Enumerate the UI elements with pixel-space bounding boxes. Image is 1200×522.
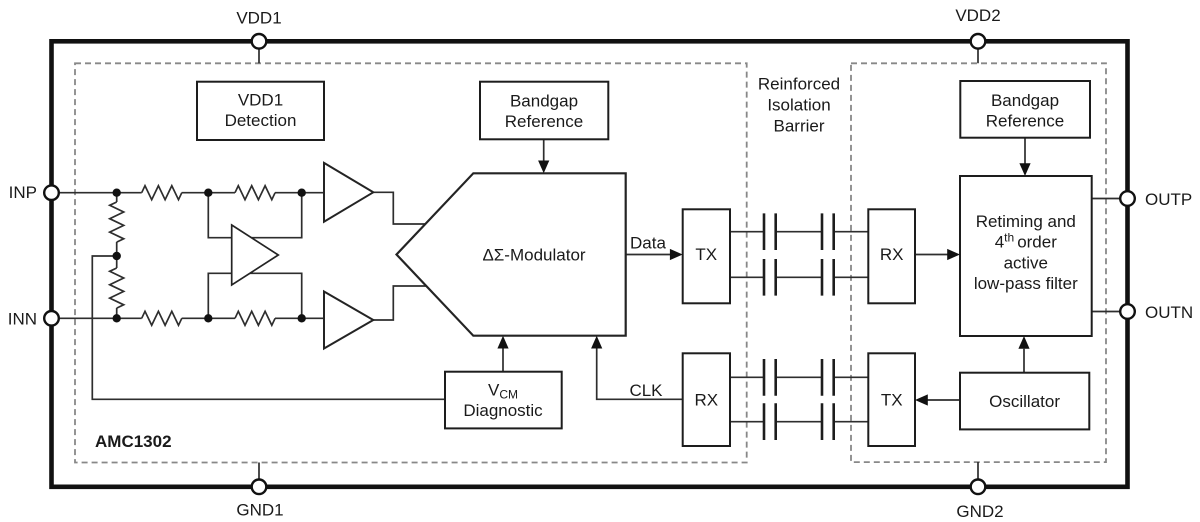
pin-label-vdd1: VDD1 bbox=[236, 9, 281, 28]
chip-name-label: AMC1302 bbox=[95, 432, 172, 451]
common-mode-amp-triangle bbox=[230, 223, 280, 287]
pin-gnd2 bbox=[969, 478, 987, 496]
tx-top-block bbox=[681, 208, 732, 305]
filter-order-superscript: th bbox=[1004, 231, 1014, 245]
modulator-block bbox=[394, 172, 627, 337]
pin-vdd2 bbox=[969, 32, 987, 50]
isolation-capacitor-plates bbox=[762, 213, 835, 440]
filter-block bbox=[959, 175, 1093, 337]
junction-dot bbox=[112, 251, 121, 261]
resistor-symbols bbox=[107, 183, 276, 328]
tx-bottom-label: TX bbox=[881, 391, 903, 410]
pin-outn bbox=[1118, 303, 1136, 321]
rx-bottom-block bbox=[681, 352, 732, 447]
vcm-symbol: V bbox=[488, 381, 500, 400]
arrow-rx-to-filter bbox=[947, 248, 960, 261]
bandgap-reference-right-block bbox=[959, 80, 1091, 139]
junction-dot bbox=[204, 188, 213, 197]
tx-top-label: TX bbox=[695, 245, 717, 264]
filter-label-line4: low-pass filter bbox=[974, 274, 1078, 293]
rx-bottom-label: RX bbox=[694, 391, 718, 410]
vdd1-detection-label-line2: Detection bbox=[225, 111, 297, 130]
bandgap-right-label-line2: Reference bbox=[986, 112, 1064, 131]
junction-dot bbox=[112, 314, 121, 323]
pin-label-gnd1: GND1 bbox=[236, 501, 283, 520]
pin-vdd1 bbox=[250, 32, 268, 50]
filter-order-word: order bbox=[1017, 233, 1057, 252]
junction-dot bbox=[112, 188, 121, 197]
pin-inn bbox=[43, 309, 61, 327]
isolation-barrier-label-line2: Isolation bbox=[767, 96, 830, 115]
vcm-diagnostic-block bbox=[444, 370, 563, 430]
input-buffer-bottom-triangle bbox=[323, 289, 376, 351]
oscillator-label: Oscillator bbox=[989, 392, 1060, 411]
primary-side-dashed-border bbox=[74, 62, 748, 464]
arrow-oscillator-to-tx bbox=[915, 394, 928, 406]
filter-order-number: 4 bbox=[995, 233, 1004, 252]
pin-label-gnd2: GND2 bbox=[956, 502, 1003, 521]
input-buffer-top-triangle bbox=[323, 161, 376, 224]
pin-label-outn: OUTN bbox=[1145, 303, 1193, 322]
package-outline bbox=[49, 38, 1130, 490]
pin-label-vdd2: VDD2 bbox=[955, 6, 1000, 25]
data-signal-label: Data bbox=[630, 234, 666, 253]
vcm-diagnostic-label-line1: VCM bbox=[488, 381, 518, 402]
bandgap-right-label-line1: Bandgap bbox=[991, 91, 1059, 110]
bandgap-reference-left-block bbox=[479, 80, 610, 141]
vdd1-detection-block bbox=[196, 80, 325, 141]
pin-gnd1 bbox=[250, 478, 268, 496]
vdd1-detection-label-line1: VDD1 bbox=[238, 91, 283, 110]
junction-dot bbox=[297, 314, 306, 323]
vcm-diagnostic-label-line2: Diagnostic bbox=[463, 401, 543, 420]
bandgap-left-label-line1: Bandgap bbox=[510, 92, 578, 111]
pin-inp bbox=[43, 184, 61, 202]
oscillator-block bbox=[959, 371, 1091, 431]
pin-label-inp: INP bbox=[9, 183, 37, 202]
arrow-bandgap-to-filter bbox=[1019, 163, 1031, 176]
bandgap-left-label-line2: Reference bbox=[505, 112, 583, 131]
pin-label-outp: OUTP bbox=[1145, 190, 1192, 209]
isolation-barrier-label-line1: Reinforced bbox=[758, 75, 840, 94]
arrow-data-to-tx bbox=[669, 248, 683, 261]
junction-dot bbox=[204, 314, 213, 323]
filter-label-line1: Retiming and bbox=[976, 212, 1076, 231]
arrow-vcm-to-modulator bbox=[497, 335, 509, 349]
tx-bottom-block bbox=[867, 352, 916, 447]
pin-label-inn: INN bbox=[8, 310, 37, 329]
filter-label-line3: active bbox=[1004, 253, 1048, 272]
pin-outp bbox=[1118, 189, 1136, 207]
rx-top-label: RX bbox=[880, 245, 904, 264]
clk-signal-label: CLK bbox=[629, 381, 663, 400]
arrow-oscillator-to-filter bbox=[1018, 336, 1030, 349]
isolation-barrier-label-line3: Barrier bbox=[773, 117, 824, 136]
vcm-subscript: CM bbox=[499, 388, 518, 402]
modulator-label: ΔΣ-Modulator bbox=[482, 246, 585, 265]
junction-dot bbox=[297, 188, 306, 197]
rx-top-block bbox=[867, 208, 916, 305]
arrow-clk-to-modulator bbox=[591, 335, 603, 349]
arrow-bandgap-to-modulator bbox=[538, 160, 550, 174]
